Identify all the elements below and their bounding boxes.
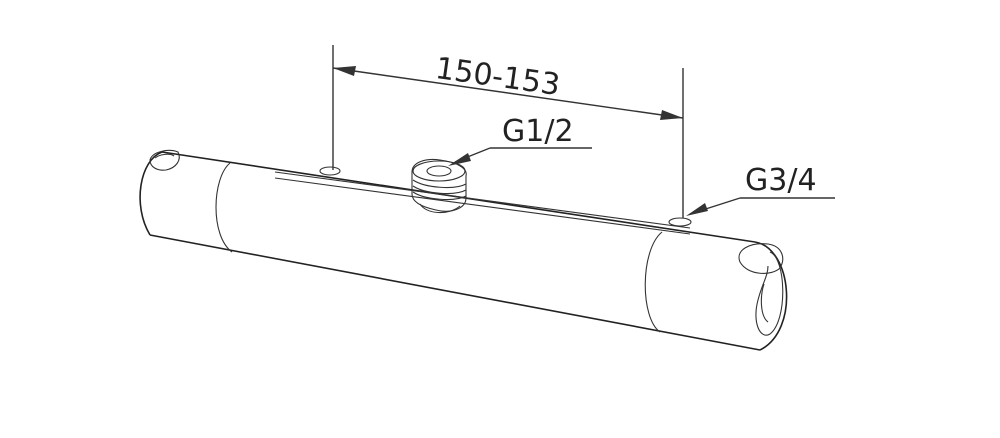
right-cap-swirl — [755, 251, 784, 336]
left-inlet-seat — [319, 166, 341, 176]
fitting-outline — [411, 158, 467, 212]
right-inlet-seat — [668, 217, 692, 227]
fitting-base — [419, 203, 461, 214]
bar-bottom-edge — [149, 234, 761, 351]
left-cap-knob — [149, 149, 180, 171]
leader-arrow-g34 — [686, 203, 708, 216]
right-end-cap — [754, 241, 788, 351]
mixer-bar-body — [139, 149, 788, 351]
right-cap-ring — [644, 231, 663, 333]
left-cap-highlight — [154, 153, 175, 159]
right-cap-inner — [760, 283, 769, 323]
right-cap-knob — [738, 243, 784, 274]
center-threaded-inlet — [411, 158, 467, 214]
arrowhead-right — [660, 110, 683, 120]
inlet-center-thread-label: G1/2 — [502, 114, 574, 149]
thread-line-3 — [412, 191, 467, 201]
arrowhead-left — [333, 66, 356, 76]
inlet-side-thread-label: G3/4 — [745, 163, 817, 198]
mounting-rail-top — [274, 171, 691, 229]
thread-line-1 — [412, 179, 467, 189]
left-cap-ring — [215, 162, 233, 253]
leader-side-inlet: G3/4 — [686, 163, 835, 216]
leader-arrow-g12 — [448, 153, 471, 166]
spacing-dimension-label: 150-153 — [433, 51, 562, 103]
leader-center-inlet: G1/2 — [448, 114, 592, 166]
mounting-rail-bottom — [274, 177, 691, 235]
fitting-top-face — [412, 160, 466, 182]
dimension-line — [332, 67, 684, 119]
thread-line-2 — [412, 185, 467, 195]
left-end-cap — [139, 151, 163, 236]
fitting-bore — [426, 165, 452, 177]
